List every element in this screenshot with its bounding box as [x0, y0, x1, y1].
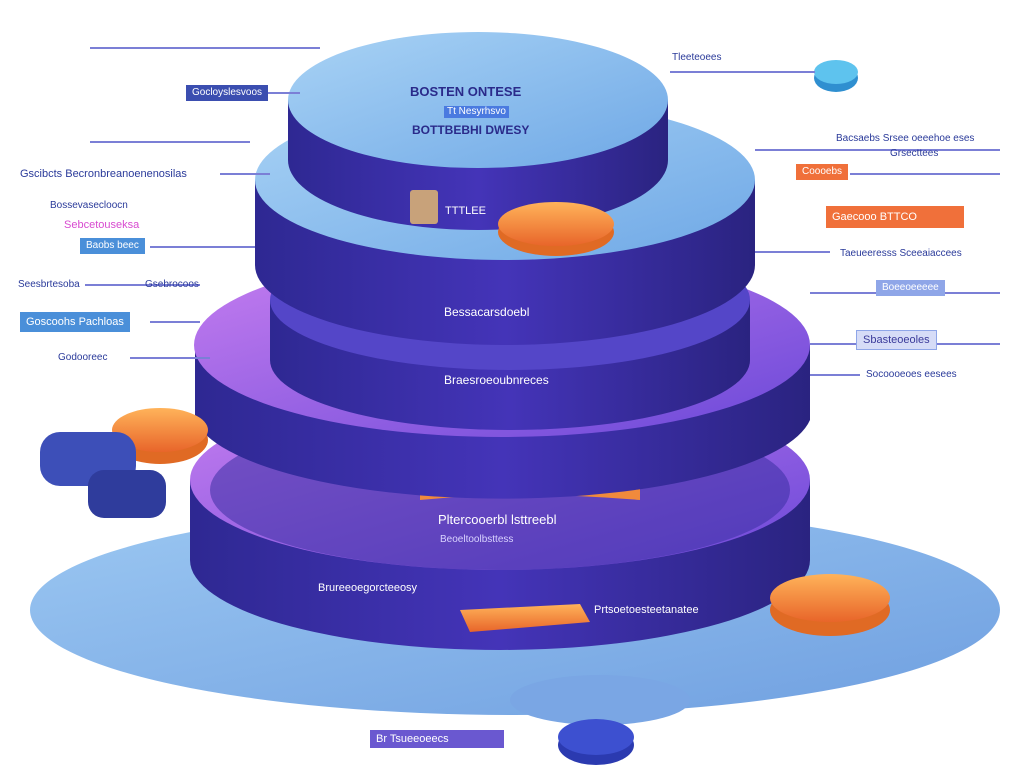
tier-4-label: Pltercooerbl lsttreebl	[438, 512, 557, 527]
blue-disc-top-right	[814, 60, 858, 92]
right-label-6: Taeueeresss Sceeaiaccees	[840, 248, 962, 259]
tier-5-label: Brureeoegorcteeosy	[318, 582, 418, 594]
orange-disc-1	[498, 202, 614, 256]
right-tag-8: Sbasteoeoles	[856, 330, 937, 350]
bottom-tier-label: Prtsoetoesteetanatee	[594, 604, 699, 616]
right-label-9: Socoooeoes eesees	[866, 369, 957, 380]
orange-disc-3	[770, 574, 890, 636]
blue-disc-bottom	[558, 719, 634, 765]
watermark-text: Ai 创作	[866, 707, 970, 740]
top-tier-title: BOSTEN ONTESE	[410, 84, 522, 99]
left-label-3: Bossevasecloocn	[50, 200, 128, 211]
right-label-2: Bacsaebs Srsee oeeehoe eses	[836, 133, 975, 144]
right-tag-7: Boeeoeeeee	[876, 280, 945, 296]
right-label-1: Tleeteoees	[672, 52, 722, 63]
tier-3-label: Braesroeoubnreces	[444, 373, 549, 387]
left-tag-8: Goscoohs Pachloas	[20, 312, 130, 332]
bottom-tag: Br Tsueeoeecs	[370, 730, 504, 748]
left-label-6: Seesbrtesoba	[18, 279, 80, 290]
right-label-3: Grsecttees	[890, 148, 939, 159]
top-tier-subtitle: Tt Nesyrhsvo	[444, 106, 509, 118]
left-tag-1: Gocloyslesvoos	[186, 85, 269, 101]
left-label-9: Godooreec	[58, 352, 108, 363]
band-label: TTTLEE	[445, 205, 486, 217]
left-label-4: Sebcetouseksa	[64, 219, 140, 231]
left-label-7: Gsebrocoos	[145, 279, 199, 290]
tier-2-label: Bessacarsdoebl	[444, 305, 530, 319]
tier-1	[288, 32, 668, 230]
right-tag-4: Coooebs	[796, 164, 849, 180]
tier-4-caption: Beoeltoolbsttess	[440, 534, 514, 545]
right-tag-5: Gaecooo BTTCO	[826, 206, 964, 228]
left-tag-5: Baobs beec	[80, 238, 145, 254]
top-tier-caption: BOTTBEBHI DWESY	[412, 123, 530, 137]
left-label-2: Gscibcts Becronbreanoenenosilas	[20, 168, 187, 180]
blue-block-1	[40, 432, 166, 518]
